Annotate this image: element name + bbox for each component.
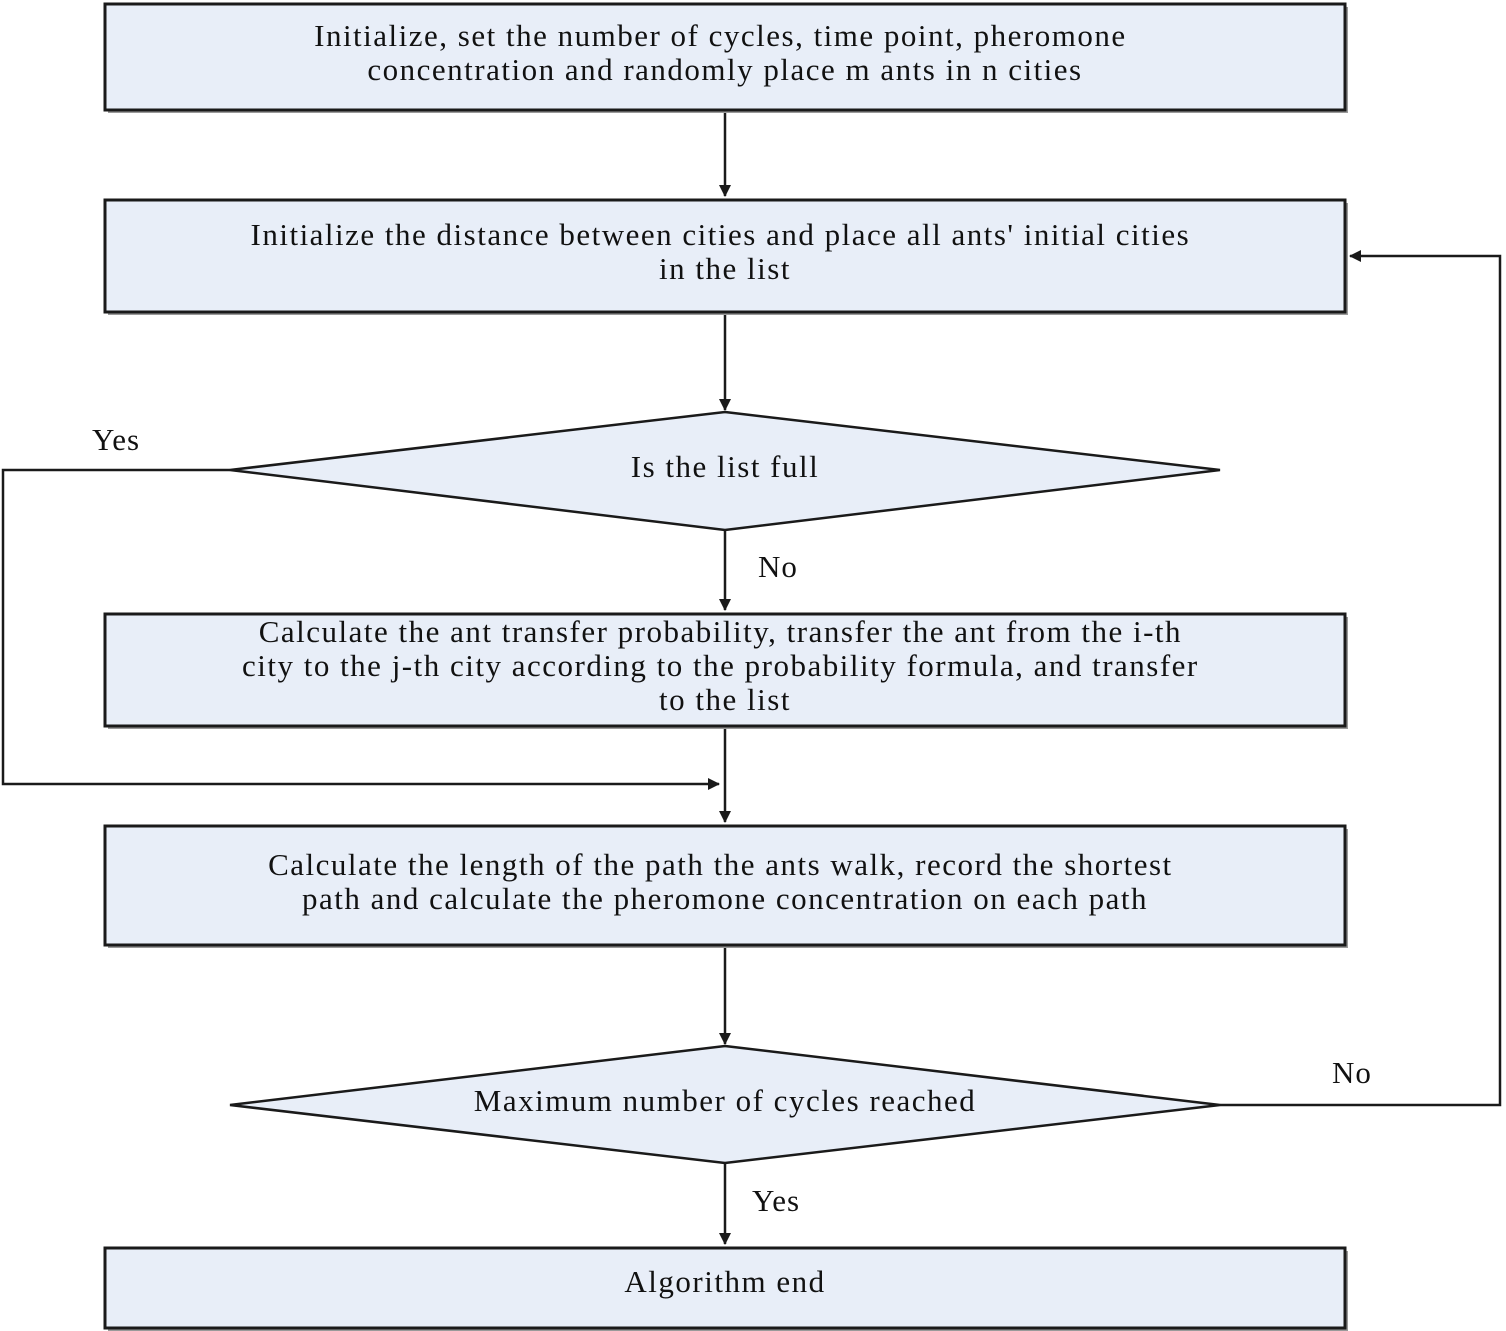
edge-label-list-full-no: No — [758, 549, 798, 584]
node-algorithm-end: Algorithm end — [103, 1246, 1348, 1331]
node-path-length: Calculate the length of the path the ant… — [103, 824, 1348, 948]
decision-max-cycles-text: Maximum number of cycles reached — [474, 1083, 977, 1118]
node-algorithm-end-text: Algorithm end — [624, 1264, 825, 1299]
decision-list-full: Is the list full — [229, 410, 1221, 532]
arrow-max-check-no-loop — [1220, 250, 1502, 1107]
node-initialize-text: Initialize, set the number of cycles, ti… — [314, 18, 1136, 87]
node-transfer-probability: Calculate the ant transfer probability, … — [103, 612, 1348, 729]
arrow-list-check-yes-bypass — [1, 468, 720, 790]
node-path-length-text: Calculate the length of the path the ant… — [268, 847, 1182, 916]
decision-max-cycles: Maximum number of cycles reached — [229, 1044, 1221, 1165]
node-initialize-distance-text: Initialize the distance between cities a… — [251, 217, 1200, 286]
node-initialize: Initialize, set the number of cycles, ti… — [103, 2, 1348, 113]
connectors — [1, 110, 1502, 1245]
decision-list-full-text: Is the list full — [631, 449, 819, 484]
edge-label-max-cycles-yes: Yes — [752, 1183, 800, 1218]
edge-label-list-full-yes: Yes — [92, 422, 140, 457]
node-initialize-distance: Initialize the distance between cities a… — [103, 198, 1348, 315]
edge-label-max-cycles-no: No — [1332, 1055, 1372, 1090]
node-transfer-probability-text: Calculate the ant transfer probability, … — [242, 614, 1208, 717]
